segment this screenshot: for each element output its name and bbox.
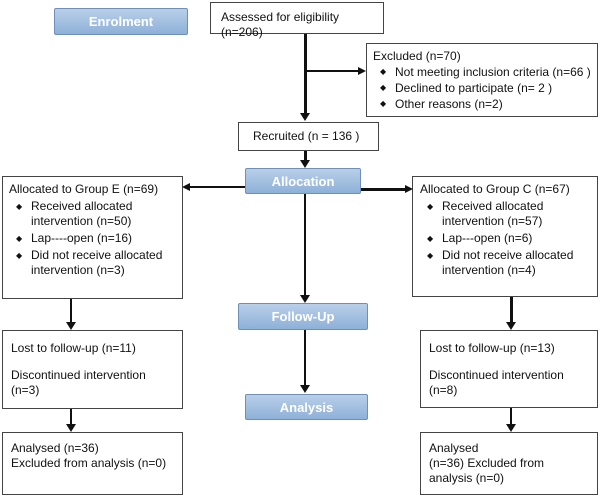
group-e-analysis-box: Analysed (n=36) Excluded from analysis (… — [2, 432, 183, 495]
connector-assessed-recruited — [304, 34, 307, 114]
connector-c-alloc-followup — [510, 297, 513, 323]
group-c-analysis-box: Analysed (n=36) Excluded from analysis (… — [420, 432, 598, 495]
connector-allocation-group-e — [189, 186, 245, 188]
group-c-discontinued-text: Discontinued intervention (n=8) — [429, 368, 564, 397]
excluded-item: Declined to participate (n= 2 ) — [373, 80, 593, 96]
group-c-followup-box: Lost to follow-up (n=13) Discontinued in… — [420, 330, 598, 408]
connector-e-followup-analysis — [70, 409, 72, 425]
recruited-text: Recruited (n = 136 ) — [253, 129, 360, 143]
arrowhead-group-c — [405, 185, 413, 193]
group-c-allocated-item: Did not receive allocated intervention (… — [420, 248, 593, 278]
group-e-excluded-text: Excluded from analysis (n=0) — [11, 456, 167, 470]
excluded-item: Other reasons (n=2) — [373, 96, 593, 112]
connector-followup-analysis — [304, 330, 306, 386]
excluded-box: Excluded (n=70) Not meeting inclusion cr… — [366, 43, 598, 117]
group-e-analysed-text: Analysed (n=36) — [11, 441, 99, 455]
group-c-lost-text: Lost to follow-up (n=13) — [429, 341, 555, 355]
arrowhead-analysis — [300, 385, 310, 393]
group-c-analysed-text: Analysed — [429, 441, 479, 455]
connector-e-alloc-followup — [70, 299, 72, 323]
group-c-allocated-item: Lap---open (n=6) — [420, 231, 593, 246]
arrowhead-recruited — [300, 113, 310, 121]
arrowhead-excluded — [358, 67, 366, 75]
stage-follow-up: Follow-Up — [238, 303, 368, 330]
stage-follow-up-label: Follow-Up — [271, 309, 335, 324]
group-e-followup-box: Lost to follow-up (n=11) Discontinued in… — [2, 330, 183, 409]
connector-recruited-allocation — [304, 151, 307, 161]
arrowhead-c-followup — [506, 322, 516, 330]
connector-allocation-followup — [304, 194, 306, 296]
group-e-allocated-title: Allocated to Group E (n=69) — [9, 182, 159, 196]
excluded-title: Excluded (n=70) — [373, 49, 461, 63]
group-e-allocated-item: Received allocated intervention (n=50) — [9, 199, 178, 229]
group-c-analysis-detail: (n=36) Excluded from analysis (n=0) — [429, 456, 545, 485]
stage-allocation: Allocation — [245, 168, 361, 194]
arrowhead-e-analysis — [66, 424, 76, 432]
assessed-box: Assessed for eligibility (n=206) — [210, 2, 384, 39]
arrowhead-allocation — [300, 160, 310, 168]
assessed-text: Assessed for eligibility (n=206) — [221, 10, 340, 39]
stage-allocation-label: Allocation — [271, 173, 335, 189]
excluded-item: Not meeting inclusion criteria (n=66 ) — [373, 64, 593, 80]
group-c-allocated-title: Allocated to Group C (n=67) — [420, 182, 570, 196]
recruited-box: Recruited (n = 136 ) — [238, 122, 379, 151]
group-e-allocated-box: Allocated to Group E (n=69) Received all… — [2, 176, 183, 299]
group-e-allocated-item: Did not receive allocated intervention (… — [9, 248, 178, 278]
stage-analysis: Analysis — [245, 394, 368, 420]
stage-enrolment: Enrolment — [54, 8, 188, 35]
arrowhead-c-analysis — [506, 424, 516, 432]
stage-analysis-label: Analysis — [279, 399, 334, 415]
group-e-lost-text: Lost to follow-up (n=11) — [11, 341, 136, 355]
stage-enrolment-label: Enrolment — [88, 14, 154, 29]
group-e-allocated-item: Lap----open (n=16) — [9, 231, 178, 246]
connector-allocation-group-c — [361, 188, 406, 191]
group-e-discontinued-text: Discontinued intervention (n=3) — [11, 368, 146, 397]
group-c-allocated-box: Allocated to Group C (n=67) Received all… — [412, 176, 598, 297]
connector-c-followup-analysis — [510, 408, 512, 425]
connector-to-excluded — [306, 70, 360, 72]
group-c-allocated-item: Received allocated intervention (n=57) — [420, 199, 593, 229]
arrowhead-followup — [300, 295, 310, 303]
arrowhead-group-e — [182, 183, 190, 191]
arrowhead-e-followup — [66, 322, 76, 330]
